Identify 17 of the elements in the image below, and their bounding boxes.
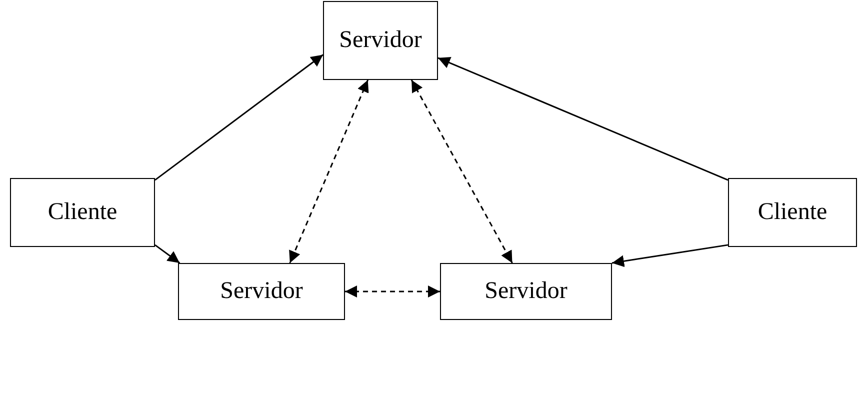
process-box — [728, 178, 857, 247]
process-box — [10, 178, 155, 247]
dashed-arrow — [345, 286, 440, 298]
arrow — [438, 57, 728, 181]
node-label: Servidor — [339, 27, 422, 54]
process-box — [178, 263, 345, 320]
dashed-arrow — [289, 80, 369, 264]
node-label: Servidor — [220, 278, 303, 305]
node-label: Cliente — [758, 199, 828, 226]
arrow — [154, 244, 180, 264]
dashed-arrow — [410, 80, 513, 264]
node-label: Servidor — [484, 278, 568, 305]
process-box — [323, 1, 438, 80]
arrow — [612, 244, 728, 268]
node-label: Cliente — [48, 199, 118, 226]
process-box — [440, 263, 612, 320]
arrow — [154, 54, 324, 181]
